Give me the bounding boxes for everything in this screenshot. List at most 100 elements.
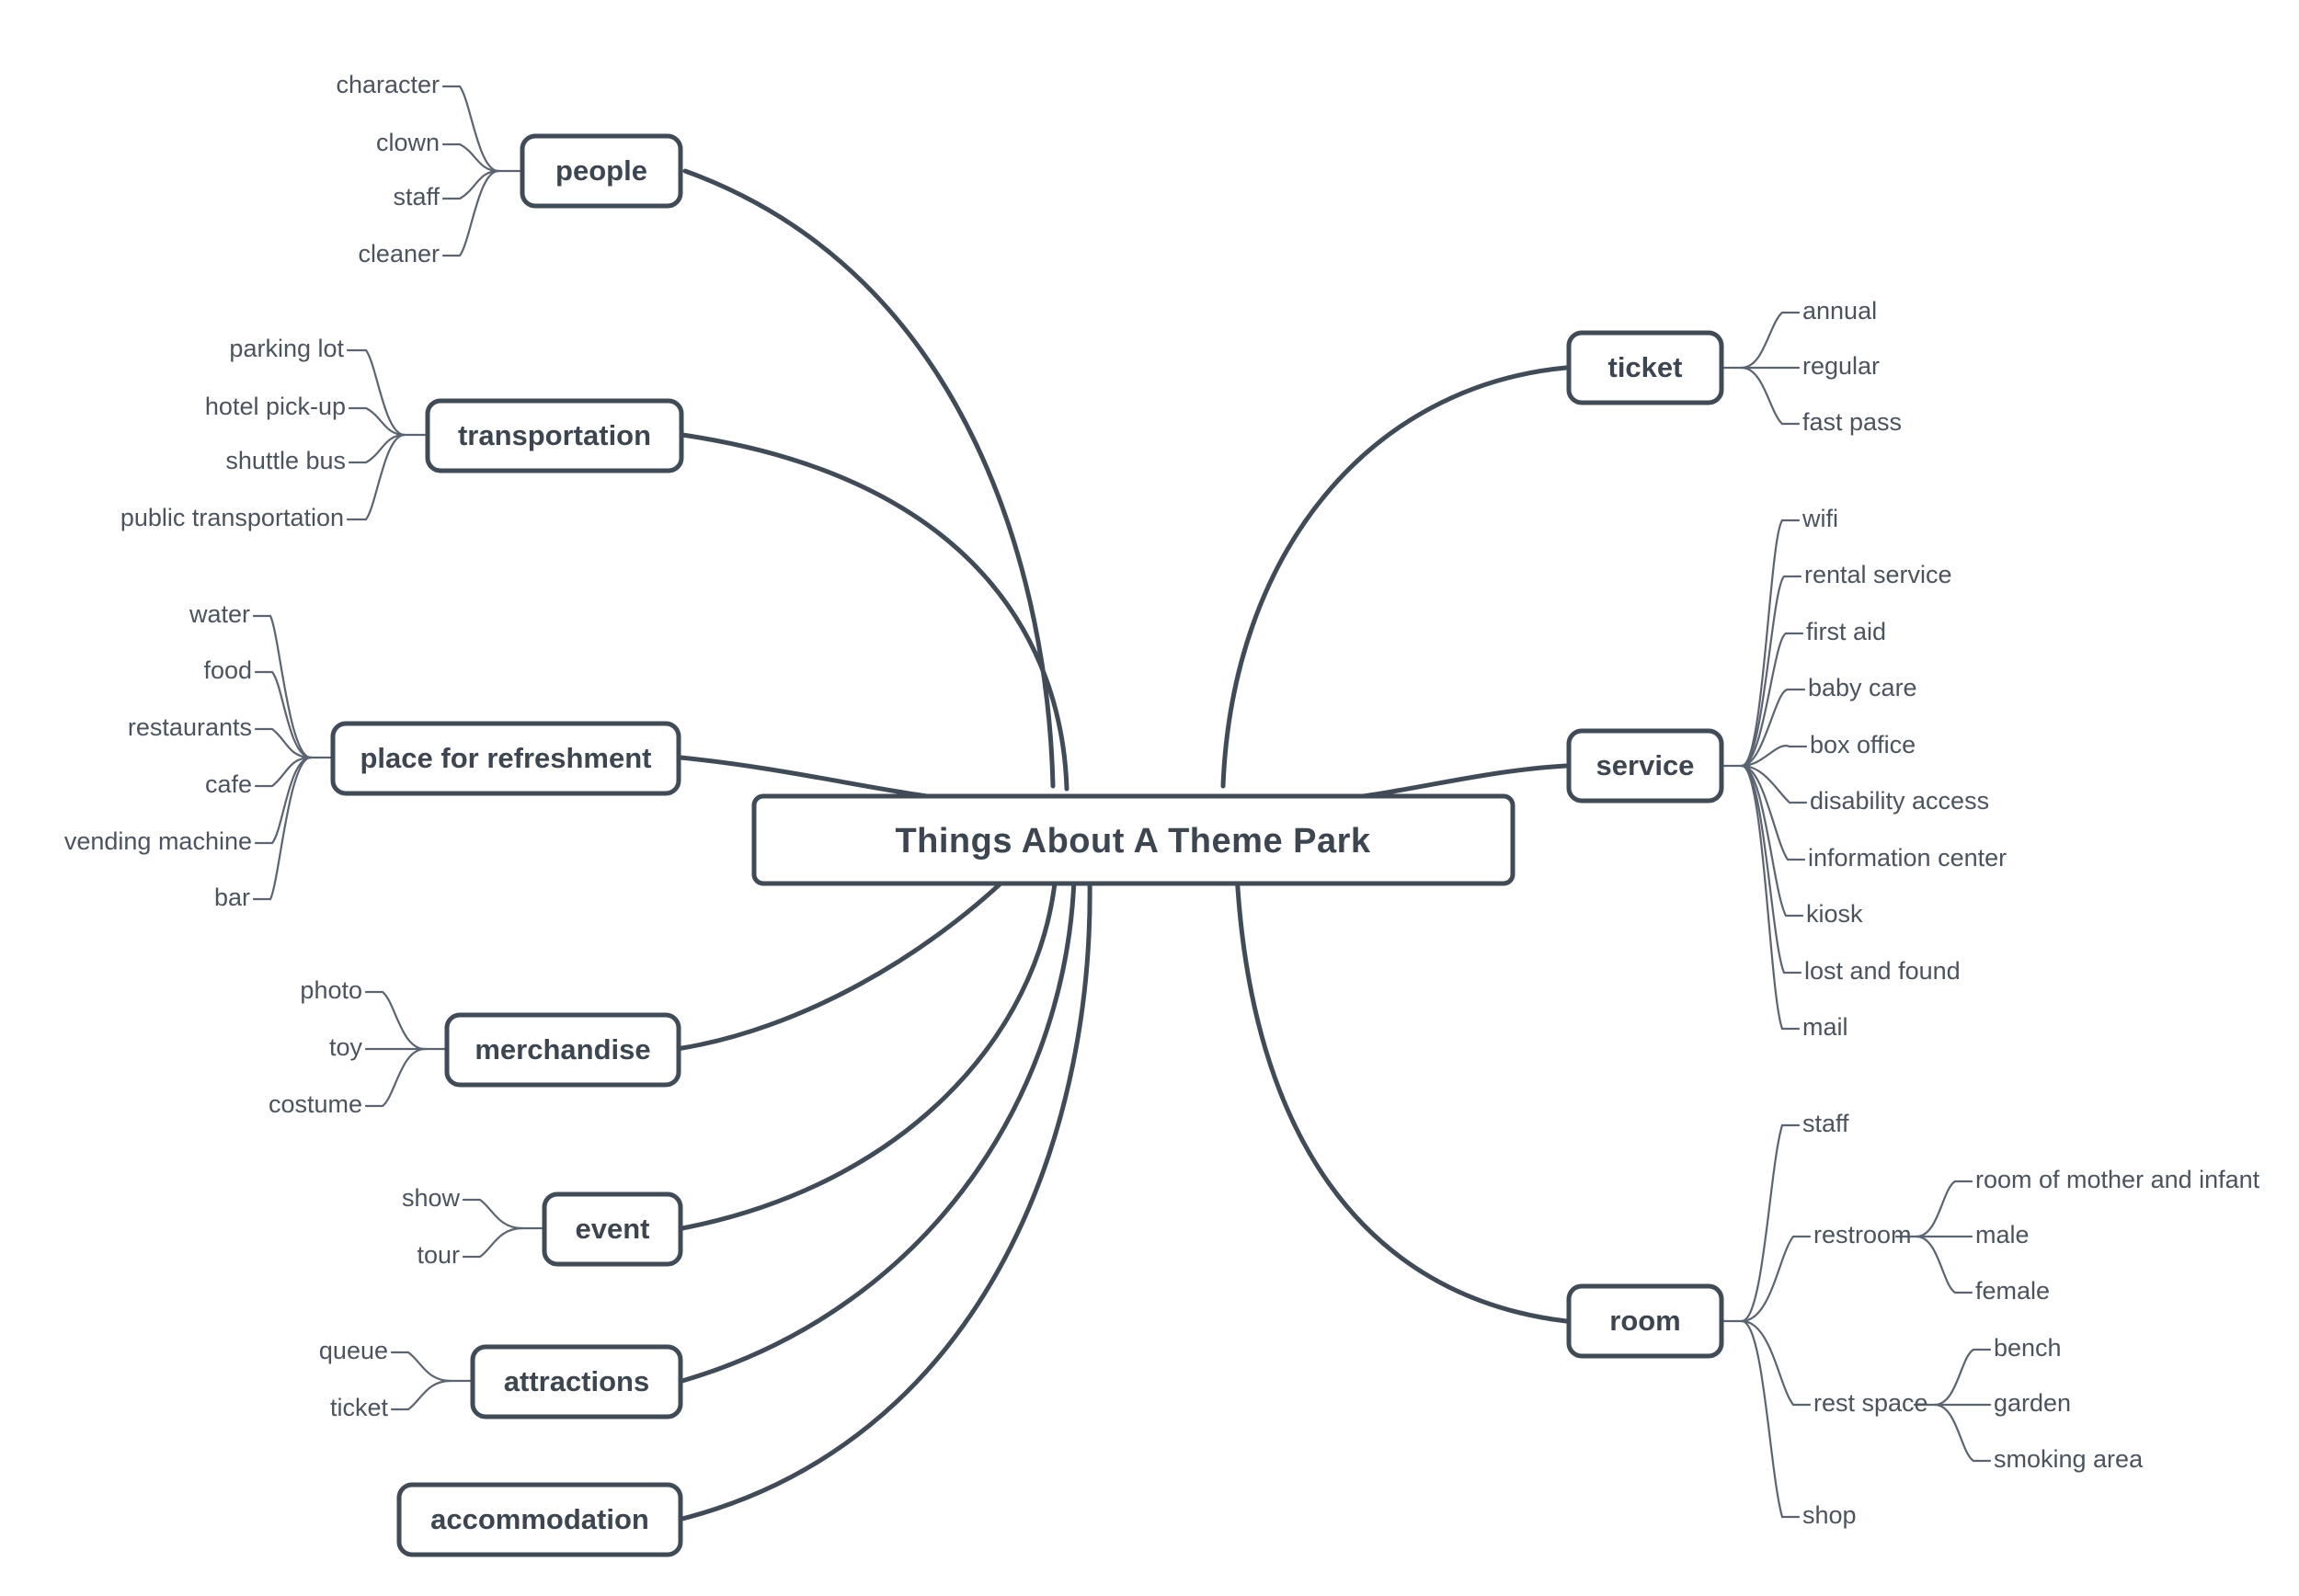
leaf-label[interactable]: costume <box>269 1090 362 1118</box>
subedges-room <box>1720 1123 1812 1519</box>
node-room[interactable]: room <box>1566 1283 1724 1359</box>
leaf-label[interactable]: food <box>203 656 252 684</box>
leaf-label[interactable]: character <box>336 71 440 98</box>
leaf-label[interactable]: kiosk <box>1806 900 1863 928</box>
edge-root-room <box>1234 871 1569 1324</box>
leaf-label[interactable]: staff <box>1802 1110 1849 1137</box>
leaf-label[interactable]: annual <box>1802 297 1877 325</box>
leaf-label[interactable]: toy <box>329 1033 363 1061</box>
edge-root-people <box>682 168 1056 789</box>
edge-root-ticket <box>1220 365 1569 789</box>
leaf-label[interactable]: queue <box>319 1337 388 1364</box>
people-box[interactable] <box>520 133 683 209</box>
subedges-event <box>462 1198 544 1259</box>
leaf-label[interactable]: smoking area <box>1994 1445 2144 1473</box>
accommodation-box[interactable] <box>396 1482 683 1557</box>
leaf-label[interactable]: baby care <box>1808 674 1917 701</box>
subedges-attractions <box>390 1351 473 1411</box>
leaf-label[interactable]: cafe <box>205 770 252 798</box>
leaf-label[interactable]: male <box>1975 1221 2030 1248</box>
leaves-event: show tour <box>402 1184 461 1269</box>
edge-root-attractions <box>680 875 1077 1384</box>
leaf-label[interactable]: shop <box>1802 1501 1857 1529</box>
leaf-label[interactable]: wifi <box>1801 505 1838 532</box>
leaves-rest-space: bench garden smoking area <box>1994 1334 2144 1473</box>
leaf-label[interactable]: bar <box>214 884 250 911</box>
leaves-attractions: queue ticket <box>319 1337 389 1421</box>
leaf-label[interactable]: parking lot <box>229 335 344 362</box>
leaf-label[interactable]: cleaner <box>358 240 440 268</box>
room-box[interactable] <box>1566 1283 1724 1359</box>
event-label: event <box>576 1213 650 1245</box>
leaves-ticket: annual regular fast pass <box>1802 297 1902 436</box>
accommodation-label: accommodation <box>430 1503 649 1535</box>
merchandise-label: merchandise <box>475 1033 650 1066</box>
leaf-label[interactable]: box office <box>1810 731 1916 758</box>
leaf-label[interactable]: tour <box>417 1241 460 1269</box>
leaf-label[interactable]: hotel pick-up <box>205 393 346 420</box>
leaf-label[interactable]: show <box>402 1184 461 1212</box>
transportation-box[interactable] <box>425 398 684 473</box>
transportation-label: transportation <box>458 419 651 451</box>
edge-root-transportation <box>680 432 1069 792</box>
leaf-label[interactable]: bench <box>1994 1334 2062 1362</box>
leaf-label[interactable]: vending machine <box>64 827 252 855</box>
leaves-place-for-refreshment: water food restaurants cafe vending mach… <box>64 600 252 911</box>
people-label: people <box>555 154 647 187</box>
node-ticket[interactable]: ticket <box>1566 330 1724 405</box>
leaf-label[interactable]: restaurants <box>128 713 252 741</box>
node-service[interactable]: service <box>1566 728 1724 804</box>
ticket-label: ticket <box>1608 351 1683 383</box>
merchandise-box[interactable] <box>444 1012 681 1088</box>
node-place-for-refreshment[interactable]: place for refreshment <box>330 721 681 796</box>
leaf-label[interactable]: restroom <box>1813 1221 1912 1248</box>
leaf-label[interactable]: rental service <box>1804 561 1952 588</box>
edge-root-accommodation <box>680 875 1092 1522</box>
root-label: Things About A Theme Park <box>895 822 1370 861</box>
node-people[interactable]: people <box>520 133 683 209</box>
place-for-refreshment-box[interactable] <box>330 721 681 796</box>
service-label: service <box>1596 749 1695 781</box>
leaf-label[interactable]: mail <box>1802 1013 1848 1041</box>
leaf-label[interactable]: disability access <box>1810 787 1989 815</box>
leaf-label[interactable]: staff <box>393 183 440 211</box>
leaf-label[interactable]: information center <box>1808 844 2007 872</box>
leaf-label[interactable]: photo <box>300 976 362 1004</box>
leaf-label[interactable]: ticket <box>330 1394 389 1421</box>
leaf-label[interactable]: garden <box>1994 1389 2071 1417</box>
node-accommodation[interactable]: accommodation <box>396 1482 683 1557</box>
leaf-label[interactable]: rest space <box>1813 1389 1928 1417</box>
service-box[interactable] <box>1566 728 1724 804</box>
edge-root-event <box>680 872 1058 1231</box>
subedges-restroom <box>1894 1180 1973 1294</box>
subedges-ticket <box>1720 311 1801 426</box>
subedges-transportation <box>346 348 427 521</box>
leaves-merchandise: photo toy costume <box>269 976 363 1118</box>
subedges-people <box>441 85 521 257</box>
subedges-rest-space <box>1913 1348 1992 1463</box>
subedges-service <box>1720 519 1808 1031</box>
event-box[interactable] <box>542 1191 683 1267</box>
edge-root-merchandise <box>674 861 1024 1052</box>
leaf-label[interactable]: water <box>189 600 250 628</box>
node-event[interactable]: event <box>542 1191 683 1267</box>
ticket-box[interactable] <box>1566 330 1724 405</box>
node-merchandise[interactable]: merchandise <box>444 1012 681 1088</box>
leaf-label[interactable]: room of mother and infant <box>1975 1166 2260 1193</box>
attractions-box[interactable] <box>470 1344 683 1419</box>
leaf-label[interactable]: female <box>1975 1277 2050 1305</box>
leaves-people: character clown staff cleaner <box>336 71 440 268</box>
leaf-label[interactable]: public transportation <box>120 504 344 531</box>
root-box[interactable] <box>751 793 1516 886</box>
node-transportation[interactable]: transportation <box>425 398 684 473</box>
node-attractions[interactable]: attractions <box>470 1344 683 1419</box>
leaf-label[interactable]: first aid <box>1806 618 1886 645</box>
leaf-label[interactable]: regular <box>1802 352 1880 380</box>
node-root[interactable]: Things About A Theme Park <box>751 793 1516 886</box>
leaf-label[interactable]: lost and found <box>1804 957 1961 985</box>
leaf-label[interactable]: clown <box>376 129 440 156</box>
leaf-label[interactable]: shuttle bus <box>225 447 346 474</box>
leaf-label[interactable]: fast pass <box>1802 408 1902 436</box>
attractions-label: attractions <box>504 1365 649 1397</box>
